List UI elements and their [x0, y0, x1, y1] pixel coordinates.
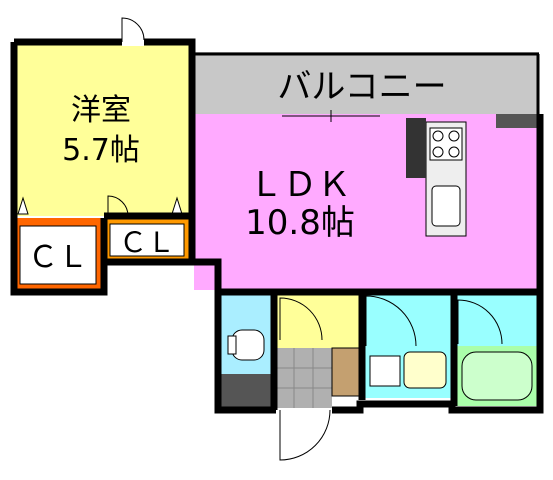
entrance-door-swing	[279, 409, 331, 461]
bath-door-swing	[457, 299, 503, 345]
washroom-door-swing	[365, 295, 417, 347]
closet-left-label: ＣＬ	[28, 240, 88, 275]
stove-burner-3	[432, 146, 444, 158]
ldk-name: ＬＤＫ	[249, 165, 351, 205]
storage-gray	[220, 374, 272, 410]
closet-left-inner	[19, 225, 97, 285]
kitchen-sink	[431, 185, 461, 227]
ldk-size: 10.8帖	[245, 203, 355, 243]
western-room-floor	[14, 42, 190, 216]
stove-burner-1	[432, 130, 444, 142]
walls	[10, 38, 544, 414]
balcony-area	[192, 52, 539, 114]
kitchen-stove	[429, 127, 463, 161]
washing-machine	[369, 355, 401, 387]
washbasin	[403, 351, 447, 389]
bathroom-upper	[456, 294, 538, 346]
western-room-corner-marker-left	[17, 196, 29, 215]
closet-right-label: ＣＬ	[119, 226, 175, 259]
stove-burner-2	[448, 130, 460, 142]
western-room-size: 5.7帖	[62, 133, 140, 168]
bathtub	[461, 351, 533, 401]
ldk-floor	[194, 114, 538, 290]
western-room-top-door-swing	[121, 17, 145, 42]
toilet-bowl	[231, 329, 265, 361]
genkan-floor	[276, 348, 332, 408]
closet-right-inner	[109, 223, 185, 257]
western-room-top-door-gap	[122, 38, 144, 46]
ldk-pillar	[496, 114, 538, 128]
shoe-box	[331, 347, 361, 397]
hall-door-swing	[279, 297, 323, 341]
balcony-label: バルコニー	[277, 67, 446, 107]
toilet-tank	[227, 335, 237, 355]
stove-burner-4	[448, 146, 460, 158]
kitchen-hood	[406, 118, 426, 178]
western-room-name: 洋室	[71, 93, 131, 128]
